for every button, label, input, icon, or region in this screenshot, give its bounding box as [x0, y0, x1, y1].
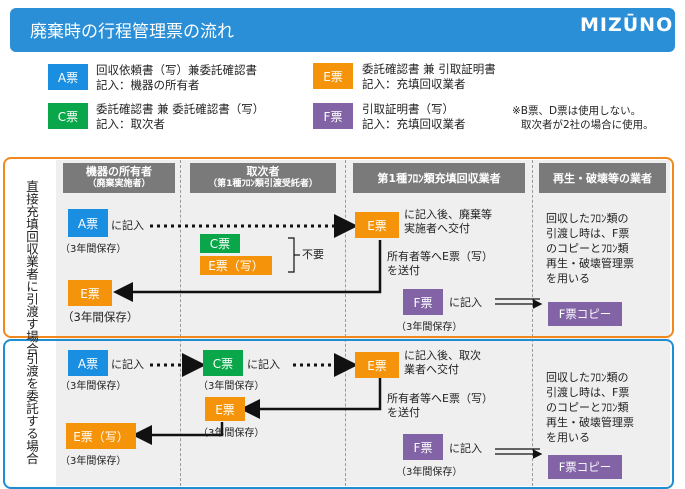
legend-f-line1: 引取証明書（写） — [362, 102, 454, 116]
consign-a-text: に記入 — [111, 358, 144, 371]
legend-a-line2: 記入：機器の所有者 — [96, 78, 200, 92]
brand-logo: MIZŪNO — [580, 14, 674, 36]
consign-recycle-line3: のコピーとﾌﾛﾝ類 — [546, 401, 629, 414]
direct-e-badge: E票 — [355, 212, 399, 238]
consign-f-keep: （3年間保存） — [396, 467, 463, 478]
direct-c-badge: C票 — [200, 234, 240, 253]
consign-e-mid-badge: E票 — [205, 397, 245, 421]
legend-c-text: 委託確認書 兼 委託確認書（写） 記入：取次者 — [96, 102, 264, 132]
direct-send-text1: 所有者等へE票（写） — [387, 250, 493, 263]
direct-f-text: に記入 — [449, 296, 482, 309]
direct-e-text1: に記入後、廃棄等 — [404, 208, 492, 221]
direct-recycle-text: 回収したﾌﾛﾝ類の 引渡し時は、F票 のコピーとﾌﾛﾝ類 再生・破壊管理票 を用… — [546, 211, 634, 286]
consign-c-text: に記入 — [247, 358, 280, 371]
consign-a-keep: （3年間保存） — [60, 381, 127, 392]
consign-recycle-line4: 再生・破壊管理票 — [546, 416, 634, 429]
consign-e-copy-badge: E票（写） — [66, 423, 136, 449]
consign-side-label: 引渡を委託する場合 — [24, 352, 39, 465]
legend-badge-f: F票 — [313, 103, 353, 129]
legend-c-line2: 記入：取次者 — [96, 117, 165, 131]
column-divider-2 — [345, 160, 346, 486]
direct-unneeded: 不要 — [302, 248, 324, 261]
legend-e-line1: 委託確認書 兼 引取証明書 — [362, 62, 496, 76]
legend-c-line1: 委託確認書 兼 委託確認書（写） — [96, 102, 265, 116]
consign-recycle-text: 回収したﾌﾛﾝ類の 引渡し時は、F票 のコピーとﾌﾛﾝ類 再生・破壊管理票 を用… — [546, 370, 634, 445]
column-agent-title: 取次者 — [246, 165, 280, 178]
direct-recycle-line4: 再生・破壊管理票 — [546, 257, 634, 270]
usage-note-line1: ※B票、D票は使用しない。 — [512, 105, 642, 117]
consign-e-copy-keep: （3年間保存） — [60, 456, 127, 467]
direct-e-text: に記入後、廃棄等 実施者へ交付 — [404, 208, 492, 236]
direct-recycle-line3: のコピーとﾌﾛﾝ類 — [546, 242, 629, 255]
legend-e-text: 委託確認書 兼 引取証明書 記入：充填回収業者 — [362, 62, 496, 92]
legend-a-text: 回収依頼書（写）兼委託確認書 記入：機器の所有者 — [96, 63, 257, 93]
column-header-agent: 取次者 （第1種ﾌﾛﾝ類引渡受託者） — [190, 163, 336, 193]
direct-f-copy-badge: F票コピー — [548, 302, 622, 326]
consign-f-copy-badge: F票コピー — [548, 455, 622, 479]
legend-badge-e: E票 — [313, 63, 353, 89]
page-title: 廃棄時の行程管理票の流れ — [30, 22, 234, 42]
consign-c-keep: （3年間保存） — [198, 381, 265, 392]
unneeded-bracket — [288, 237, 295, 273]
direct-section-frame — [3, 157, 674, 338]
arrow-consign-e-to-agent — [240, 378, 382, 419]
direct-e-copy-badge: E票（写） — [200, 256, 272, 275]
column-header-collector: 第1種ﾌﾛﾝ類充填回収業者 — [353, 163, 525, 193]
direct-e-return-badge: E票 — [68, 280, 112, 306]
direct-a-keep: （3年間保存） — [60, 244, 127, 255]
consign-a-badge: A票 — [68, 350, 108, 376]
direct-f-badge: F票 — [403, 289, 443, 315]
direct-f-keep: （3年間保存） — [396, 322, 463, 333]
usage-note-line2: 取次者が2社の場合に使用。 — [521, 119, 654, 131]
column-divider-1 — [180, 160, 181, 486]
direct-recycle-line5: を用いる — [546, 272, 590, 285]
arrow-direct-e-to-owner — [113, 240, 382, 302]
consign-e-text: に記入後、取次 業者へ交付 — [404, 349, 481, 377]
consign-f-text: に記入 — [449, 442, 482, 455]
consign-e-text1: に記入後、取次 — [404, 349, 481, 362]
column-divider-3 — [532, 160, 533, 486]
legend-a-line1: 回収依頼書（写）兼委託確認書 — [96, 63, 257, 77]
consign-e-badge: E票 — [355, 352, 399, 378]
direct-a-text: に記入 — [111, 219, 144, 232]
direct-a-badge: A票 — [68, 209, 108, 237]
legend-f-line2: 記入：充填回収業者 — [362, 117, 466, 131]
consign-recycle-line2: 引渡し時は、F票 — [546, 386, 630, 399]
consign-e-mid-keep: （3年間保存） — [198, 428, 265, 439]
column-recycler-title: 再生・破壊等の業者 — [553, 171, 652, 185]
consign-recycle-line1: 回収したﾌﾛﾝ類の — [546, 371, 629, 384]
usage-note: ※B票、D票は使用しない。 取次者が2社の場合に使用。 — [512, 104, 654, 132]
consign-section-frame — [3, 339, 674, 489]
column-owner-title: 機器の所有者 — [86, 165, 152, 178]
direct-send-text: 所有者等へE票（写） を送付 — [387, 250, 493, 278]
direct-e-return-keep: （3年間保存） — [62, 310, 139, 324]
consign-recycle-line5: を用いる — [546, 431, 590, 444]
direct-e-text2: 実施者へ交付 — [404, 222, 470, 235]
column-owner-sub: （廃棄実施者） — [87, 179, 151, 189]
direct-recycle-line2: 引渡し時は、F票 — [546, 227, 630, 240]
consign-send-text1: 所有者等へE票（写） — [387, 392, 493, 405]
column-agent-sub: （第1種ﾌﾛﾝ類引渡受託者） — [208, 179, 318, 189]
direct-send-text2: を送付 — [387, 264, 420, 277]
column-header-owner: 機器の所有者 （廃棄実施者） — [63, 163, 175, 193]
arrow-consign-agent-to-owner — [132, 422, 224, 445]
consign-c-badge: C票 — [203, 350, 243, 376]
column-header-recycler: 再生・破壊等の業者 — [539, 163, 666, 193]
consign-e-text2: 業者へ交付 — [404, 363, 459, 376]
title-bar — [10, 8, 675, 52]
direct-side-label: 直接充填回収業者に引渡す場合 — [24, 180, 39, 355]
legend-badge-a: A票 — [48, 64, 88, 90]
consign-f-badge: F票 — [403, 434, 443, 460]
legend-f-text: 引取証明書（写） 記入：充填回収業者 — [362, 102, 466, 132]
legend-e-line2: 記入：充填回収業者 — [362, 77, 466, 91]
consign-send-text2: を送付 — [387, 406, 420, 419]
column-collector-title: 第1種ﾌﾛﾝ類充填回収業者 — [377, 171, 501, 185]
legend-badge-c: C票 — [48, 103, 88, 129]
direct-recycle-line1: 回収したﾌﾛﾝ類の — [546, 212, 629, 225]
consign-send-text: 所有者等へE票（写） を送付 — [387, 392, 493, 420]
